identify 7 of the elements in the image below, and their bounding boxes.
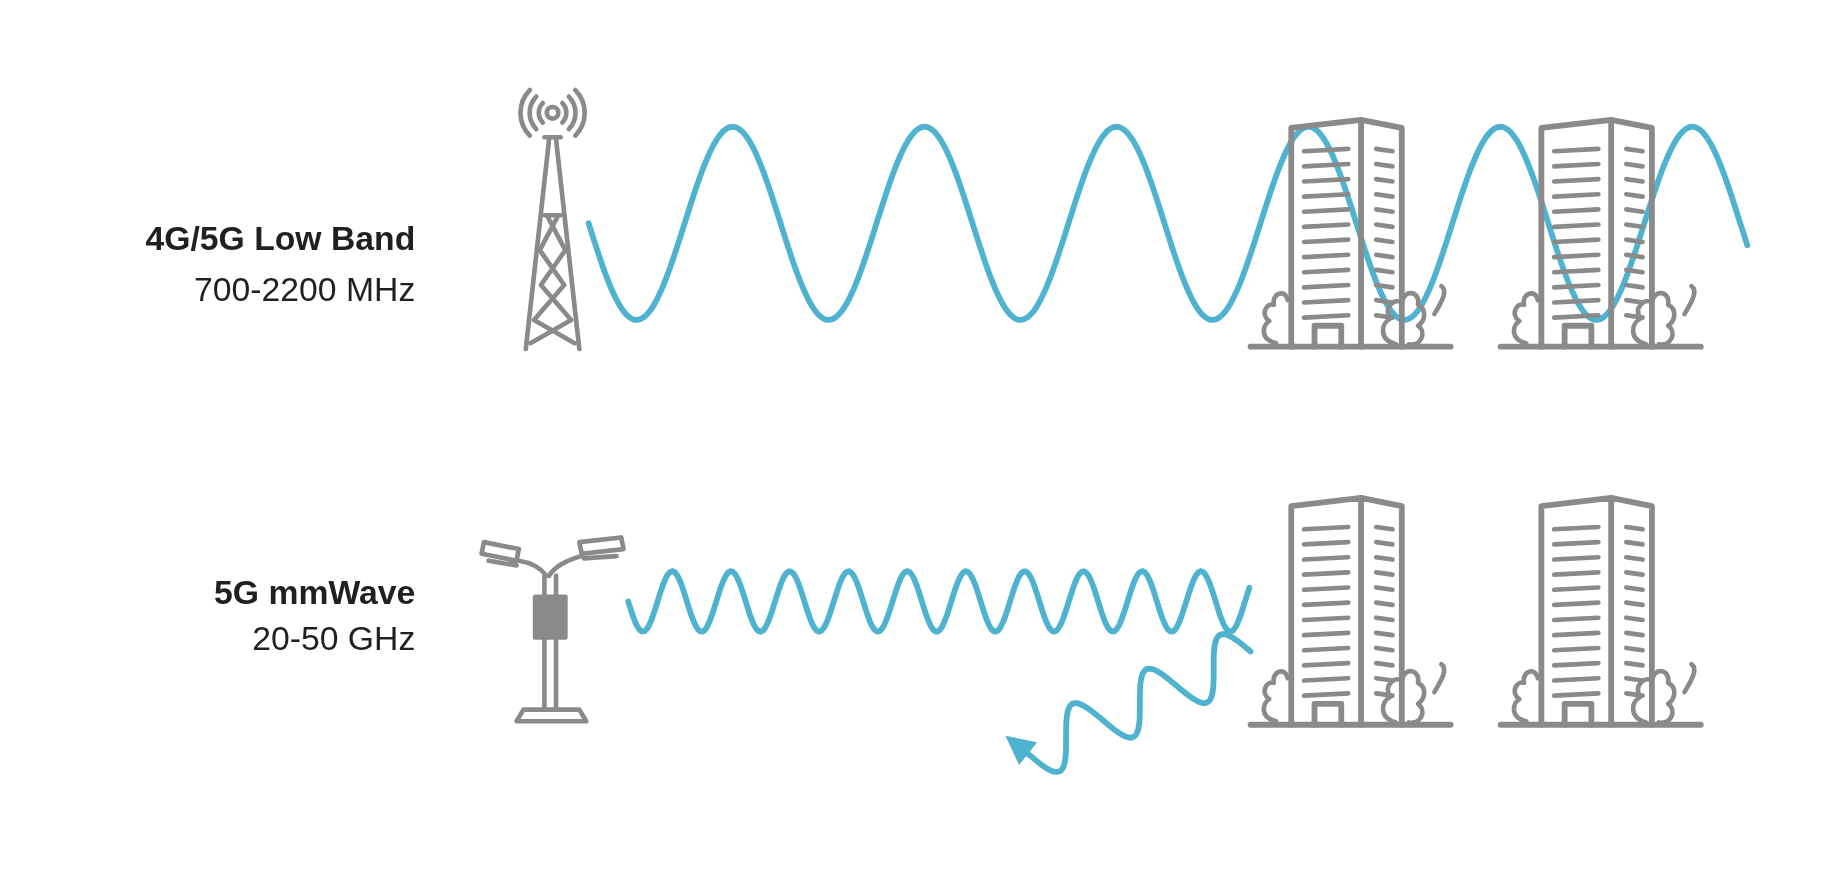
frequency-range: 20-50 GHz <box>252 619 416 659</box>
radio-wave <box>625 568 1253 635</box>
reflected-wave-arrow <box>1005 631 1254 775</box>
band-name: 5G mmWave <box>214 572 416 612</box>
frequency-range: 700-2200 MHz <box>194 270 416 310</box>
radio-wave <box>585 123 1751 323</box>
band-name: 4G/5G Low Band <box>145 218 416 259</box>
